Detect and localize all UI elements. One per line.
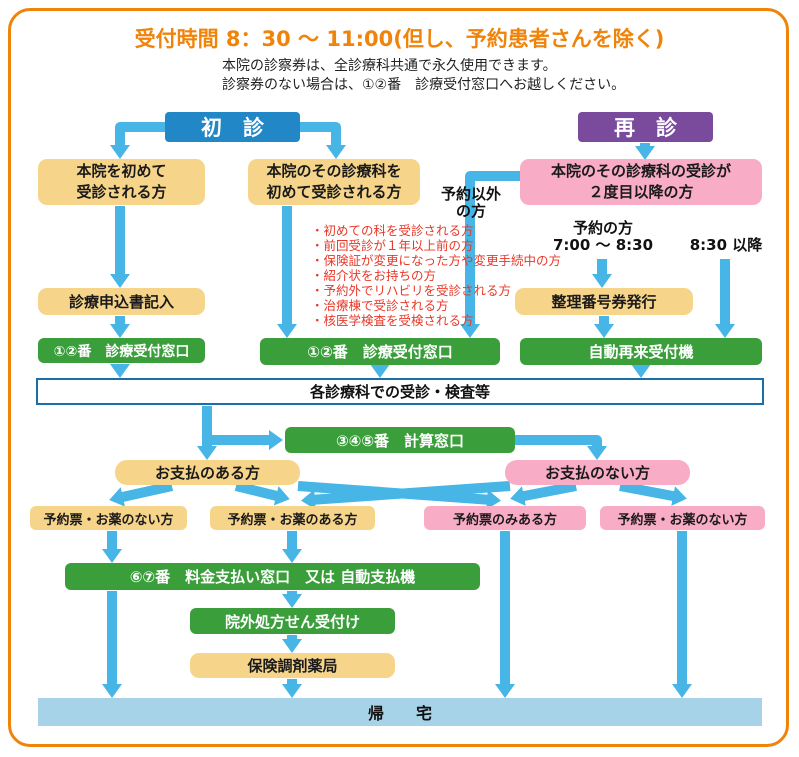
node-examination: 各診療科での受診・検査等 [36, 378, 764, 405]
node-no-payment: お支払のない方 [505, 460, 690, 485]
node-first-hospital: 本院を初めて 受診される方 [38, 159, 205, 205]
page-title: 受付時間 8：30 ～ 11:00(但し、予約患者さんを除く) [134, 27, 665, 51]
node-has-payment: お支払のある方 [115, 460, 300, 485]
note-line-1: 本院の診察券は、全診療科共通で永久使用できます。 [222, 58, 557, 74]
label-after-830: 8:30 以降 [689, 236, 763, 254]
node-first-hospital-line2: 受診される方 [76, 183, 167, 201]
node-go-home: 帰 宅 [38, 698, 762, 726]
page-border [8, 8, 789, 747]
condition-item: ・核医学検査を受検される方 [311, 313, 474, 328]
condition-item: ・治療棟で受診される方 [311, 298, 449, 313]
node-repeat-dept: 本院のその診療科の受診が ２度目以降の方 [520, 159, 762, 205]
notes: 本院の診察券は、全診療科共通で永久使用できます。 診察券のない場合は、①②番 診… [222, 57, 625, 95]
node-first-dept-line1: 本院のその診療科を [266, 162, 402, 180]
node-reception-counter-1: ①②番 診療受付窓口 [38, 338, 205, 363]
node-auto-machine: 自動再来受付機 [520, 338, 762, 365]
condition-item: ・予約外でリハビリを受診される方 [311, 283, 512, 298]
node-number-ticket: 整理番号券発行 [515, 288, 693, 315]
header-first-visit: 初 診 [165, 112, 300, 142]
node-no-ticket-left: 予約票・お薬のない方 [30, 506, 187, 530]
label-reserved: 予約の方 7:00 ～ 8:30 [545, 220, 661, 254]
node-ticket-only: 予約票のみある方 [424, 506, 586, 530]
note-line-2: 診察券のない場合は、①②番 診療受付窓口へお越しください。 [222, 77, 626, 93]
condition-item: ・初めての科を受診される方 [311, 223, 474, 238]
condition-item: ・保険証が変更になった方や変更手続中の方 [311, 253, 562, 268]
non-reserved-conditions: ・初めての科を受診される方 ・前回受診が１年以上前の方 ・保険証が変更になった方… [311, 223, 561, 328]
node-prescription: 院外処方せん受付け [190, 608, 395, 634]
label-reserved-line2: 7:00 ～ 8:30 [552, 236, 654, 254]
label-non-reserved: 予約以外 の方 [425, 186, 517, 220]
label-reserved-line1: 予約の方 [572, 219, 633, 237]
node-application-form: 診療申込書記入 [38, 288, 205, 315]
header-revisit: 再 診 [578, 112, 713, 142]
node-payment-counter: ⑥⑦番 料金支払い窓口 又は 自動支払機 [65, 563, 480, 590]
node-first-hospital-line1: 本院を初めて [76, 162, 167, 180]
node-pharmacy: 保険調剤薬局 [190, 653, 395, 678]
node-has-medicine: 予約票・お薬のある方 [210, 506, 375, 530]
node-reception-counter-2: ①②番 診療受付窓口 [260, 338, 500, 365]
node-calc-counter: ③④⑤番 計算窓口 [285, 427, 515, 453]
label-non-reserved-line1: 予約以外 [440, 185, 501, 203]
node-no-ticket-right: 予約票・お薬のない方 [600, 506, 765, 530]
label-non-reserved-line2: の方 [455, 202, 486, 220]
node-first-dept-line2: 初めて受診される方 [266, 183, 402, 201]
node-repeat-dept-line2: ２度目以降の方 [588, 183, 694, 201]
condition-item: ・前回受診が１年以上前の方 [311, 238, 474, 253]
condition-item: ・紹介状をお持ちの方 [311, 268, 437, 283]
node-repeat-dept-line1: 本院のその診療科の受診が [550, 162, 731, 180]
node-first-dept: 本院のその診療科を 初めて受診される方 [248, 159, 420, 205]
